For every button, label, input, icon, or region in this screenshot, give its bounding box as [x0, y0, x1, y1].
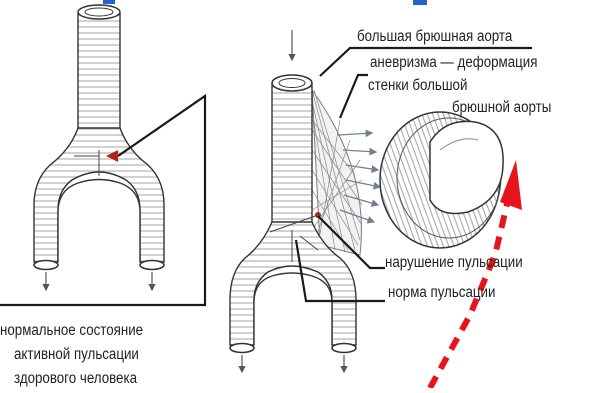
label-aneurysm-line2: стенки большой: [368, 77, 467, 95]
label-normal-line1: нормальное состояние: [0, 322, 143, 340]
healthy-left-leg-opening: [34, 261, 58, 270]
accent-mark-left: [103, 0, 115, 4]
healthy-aorta-opening: [78, 5, 120, 19]
accent-mark-right: [413, 0, 427, 5]
label-pulsation-norm: норма пульсации: [388, 284, 495, 302]
label-pulsation-disorder: нарушение пульсации: [385, 254, 523, 272]
label-normal-line3: здорового человека: [14, 370, 137, 388]
aneurysm-cross-section: [380, 112, 503, 248]
healthy-aorta: [0, 5, 205, 305]
aneurysm-aorta: [230, 30, 380, 372]
aneurysm-bulge-mesh: [312, 90, 361, 255]
label-normal-line2: активной пульсации: [14, 346, 139, 364]
aneurysm-right-leg-opening: [332, 344, 356, 353]
aneurysm-aorta-trunk: [262, 85, 312, 245]
label-abdominal-aorta: большая брюшная аорта: [357, 28, 512, 46]
label-aneurysm-line1: аневризма — деформация: [370, 54, 537, 72]
label-aneurysm-line3: брюшной аорты: [452, 99, 551, 117]
healthy-right-leg-opening: [140, 261, 164, 270]
aneurysm-aorta-opening: [272, 75, 312, 91]
callout-aneurysm: [340, 75, 368, 118]
aneurysm-left-leg-opening: [230, 344, 254, 353]
